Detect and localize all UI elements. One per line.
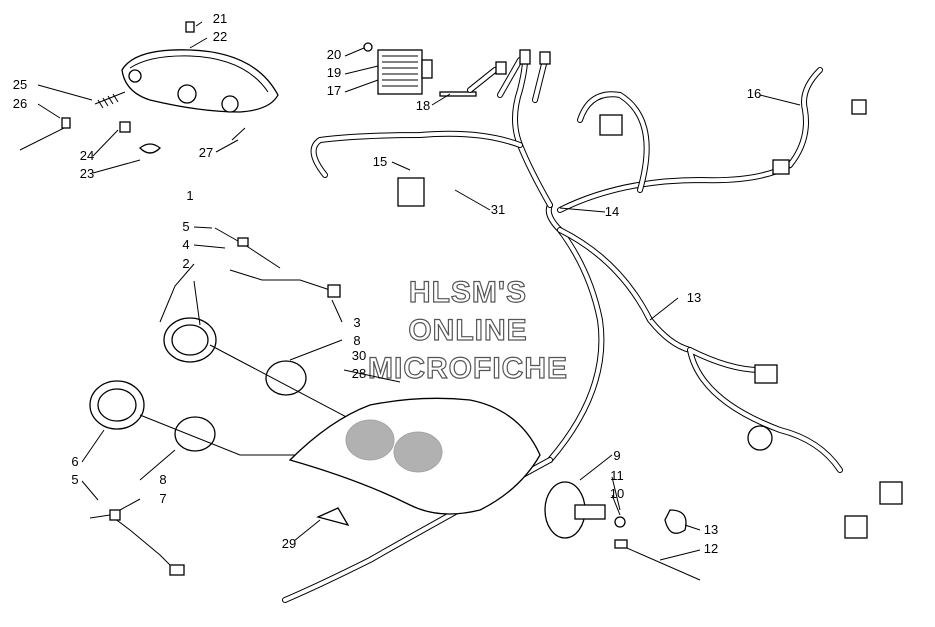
- callout-8-top: 8: [353, 333, 360, 348]
- callout-13-bottom: 13: [704, 522, 718, 537]
- callout-27: 27: [199, 145, 213, 160]
- callout-28: 28: [352, 366, 366, 381]
- watermark-line-3: MICROFICHE: [368, 352, 568, 385]
- callout-24: 24: [80, 148, 94, 163]
- voltage-regulator: [363, 42, 477, 97]
- callout-5-bottom: 5: [71, 472, 78, 487]
- gauge-connectors: [89, 227, 341, 576]
- callout-4: 4: [182, 237, 189, 252]
- callout-7: 7: [159, 491, 166, 506]
- callout-31: 31: [491, 202, 505, 217]
- callout-12: 12: [704, 541, 718, 556]
- callout-29: 29: [282, 536, 296, 551]
- callout-6: 6: [71, 454, 78, 469]
- leader-lines: [37, 21, 801, 561]
- dash-panel: [288, 397, 541, 527]
- callout-19: 19: [327, 65, 341, 80]
- callout-5-top: 5: [182, 219, 189, 234]
- callout-22: 22: [213, 29, 227, 44]
- gauges: [89, 317, 420, 456]
- headlight-assembly: [19, 21, 279, 154]
- callout-23: 23: [80, 166, 94, 181]
- callout-21: 21: [213, 11, 227, 26]
- watermark: HLSM'S ONLINE MICROFICHE: [367, 275, 568, 385]
- callout-18: 18: [416, 98, 430, 113]
- callout-3: 3: [353, 315, 360, 330]
- speedometer-drive: [544, 481, 701, 581]
- callout-30: 30: [352, 348, 366, 363]
- callout-13-top: 13: [687, 290, 701, 305]
- callout-15: 15: [373, 154, 387, 169]
- callout-16: 16: [747, 86, 761, 101]
- callout-10: 10: [610, 486, 624, 501]
- callout-9: 9: [613, 448, 620, 463]
- callout-14: 14: [605, 204, 619, 219]
- callout-2: 2: [182, 256, 189, 271]
- callout-labels: 1 2 3 4 5 5 6 7 8 8 9 10 11 12 13 13 14 …: [13, 11, 761, 556]
- callout-1: 1: [186, 188, 193, 203]
- watermark-line-2: ONLINE: [408, 314, 527, 347]
- callout-25: 25: [13, 77, 27, 92]
- wiring-harness: [282, 49, 903, 603]
- callout-20: 20: [327, 47, 341, 62]
- callout-17: 17: [327, 83, 341, 98]
- callout-11: 11: [610, 468, 624, 483]
- watermark-line-1: HLSM'S: [409, 276, 527, 309]
- callout-8-bottom: 8: [159, 472, 166, 487]
- callout-26: 26: [13, 96, 27, 111]
